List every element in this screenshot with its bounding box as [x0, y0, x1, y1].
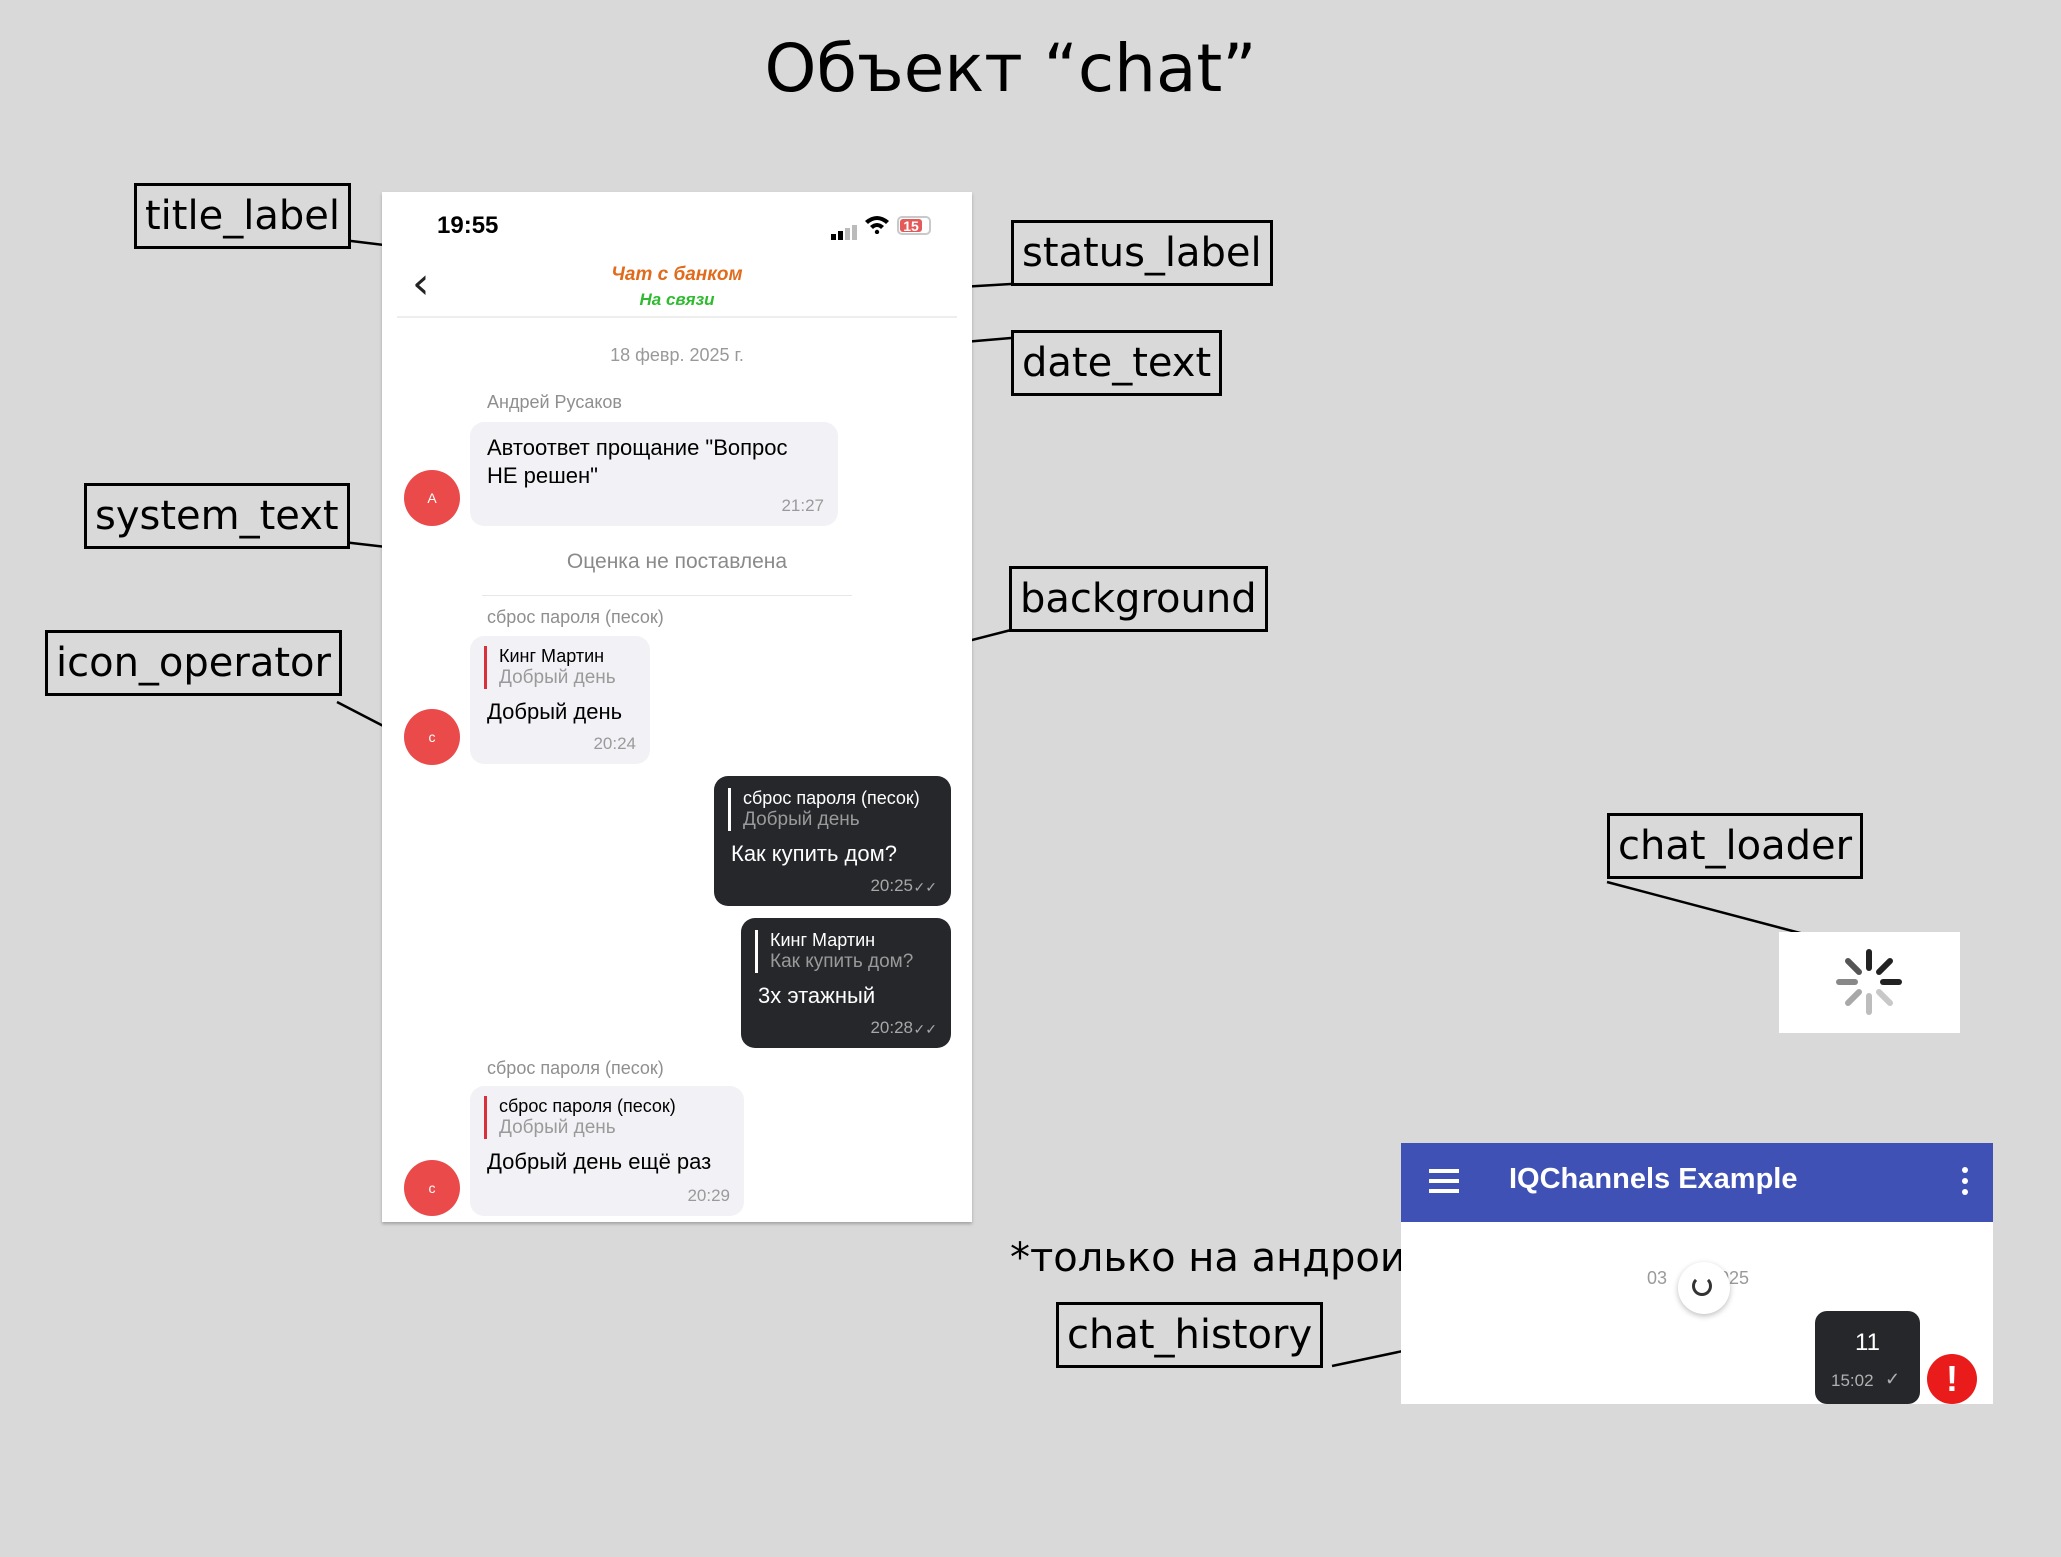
annotation-system-text: system_text [84, 483, 350, 549]
more-vertical-icon[interactable] [1962, 1167, 1968, 1200]
message-sender: сброс пароля (песок) [487, 607, 664, 627]
hamburger-menu-icon[interactable] [1429, 1169, 1459, 1199]
back-chevron-icon[interactable]: ‹ [412, 258, 430, 309]
chat-status-label: На связи [639, 290, 715, 309]
message-text: 3х этажный [758, 983, 876, 1008]
quote-author: Кинг Мартин [499, 646, 605, 666]
read-checkmarks-icon: ✓✓ [913, 879, 937, 895]
message-time: 21:27 [781, 496, 824, 515]
annotation-icon-operator: icon_operator [45, 630, 342, 696]
outgoing-message-bubble[interactable]: 11 15:02 ✓ [1815, 1311, 1920, 1404]
chat-title-label: Чат с банком [611, 264, 743, 285]
quote-text: Добрый день [499, 1117, 616, 1138]
chat-history-loader [1678, 1262, 1730, 1314]
operator-avatar: с [404, 1160, 460, 1216]
reply-quote: сброс пароля (песок) Добрый день [484, 1096, 676, 1139]
system-divider [482, 595, 852, 596]
message-text: НЕ решен" [487, 463, 598, 488]
reply-quote: Кинг Мартин Добрый день [484, 646, 616, 689]
spinner-icon [1692, 1276, 1712, 1296]
message-text: Как купить дом? [731, 841, 897, 866]
annotation-background: background [1009, 566, 1268, 632]
history-date-left: 03 [1647, 1268, 1668, 1288]
wifi-icon [864, 214, 890, 240]
message-time: 20:29 [687, 1186, 730, 1205]
chat-loader [1779, 932, 1960, 1033]
message-bubble[interactable]: Кинг Мартин Добрый день Добрый день 20:2… [470, 636, 650, 764]
message-text: 11 [1855, 1329, 1880, 1356]
annotation-title-label: title_label [134, 183, 351, 249]
spinner-icon [1836, 949, 1902, 1015]
message-time: 20:28 [870, 1018, 913, 1037]
read-checkmarks-icon: ✓✓ [913, 1021, 937, 1037]
quote-author: сброс пароля (песок) [499, 1096, 676, 1116]
reply-quote: Кинг Мартин Как купить дом? [755, 930, 913, 973]
operator-avatar: А [404, 470, 460, 526]
message-text: Добрый день ещё раз [487, 1149, 712, 1174]
outgoing-message-bubble[interactable]: сброс пароля (песок) Добрый день Как куп… [714, 776, 951, 906]
message-time: 20:24 [593, 734, 636, 753]
message-sender: сброс пароля (песок) [487, 1058, 664, 1078]
android-chat-screen: IQChannels Example 03 025 11 15:02 ✓ ! [1401, 1143, 1993, 1404]
page-title: Объект “chat” [764, 30, 1257, 107]
annotation-chat-loader: chat_loader [1607, 813, 1864, 879]
app-title: IQChannels Example [1509, 1163, 1798, 1195]
annotation-date-text: date_text [1011, 330, 1223, 396]
quote-author: Кинг Мартин [770, 930, 876, 950]
status-bar-time: 19:55 [437, 212, 499, 239]
quote-text: Добрый день [499, 667, 616, 688]
message-text: Добрый день [487, 699, 623, 724]
header-divider [397, 316, 957, 318]
system-text: Оценка не поставлена [566, 550, 788, 573]
operator-icon: с [404, 709, 460, 765]
battery-icon: 15 [897, 216, 931, 235]
checkmark-icon: ✓ [1885, 1369, 1901, 1389]
reply-quote: сброс пароля (песок) Добрый день [728, 788, 920, 831]
error-icon[interactable]: ! [1927, 1354, 1977, 1404]
quote-text: Добрый день [743, 809, 860, 830]
message-time: 15:02 [1831, 1371, 1874, 1390]
outgoing-message-bubble[interactable]: Кинг Мартин Как купить дом? 3х этажный 2… [741, 918, 951, 1048]
message-time: 20:25 [870, 876, 913, 895]
quote-author: сброс пароля (песок) [743, 788, 920, 808]
date-text: 18 февр. 2025 г. [610, 345, 744, 365]
message-bubble[interactable]: сброс пароля (песок) Добрый день Добрый … [470, 1086, 744, 1216]
annotation-status-label: status_label [1011, 220, 1273, 286]
message-sender: Андрей Русаков [487, 392, 622, 412]
chat-background: 19:55 15 ‹ Чат с банком На связи 18 февр… [382, 192, 972, 1222]
message-bubble[interactable]: Автоответ прощание "Вопрос НЕ решен" 21:… [470, 422, 838, 526]
android-only-note: *только на андроид [1010, 1235, 1434, 1281]
app-bar: IQChannels Example [1401, 1143, 1993, 1222]
signal-icon [831, 222, 859, 240]
quote-text: Как купить дом? [770, 951, 914, 972]
message-text: Автоответ прощание "Вопрос [487, 435, 788, 460]
annotation-chat-history: chat_history [1056, 1302, 1324, 1368]
